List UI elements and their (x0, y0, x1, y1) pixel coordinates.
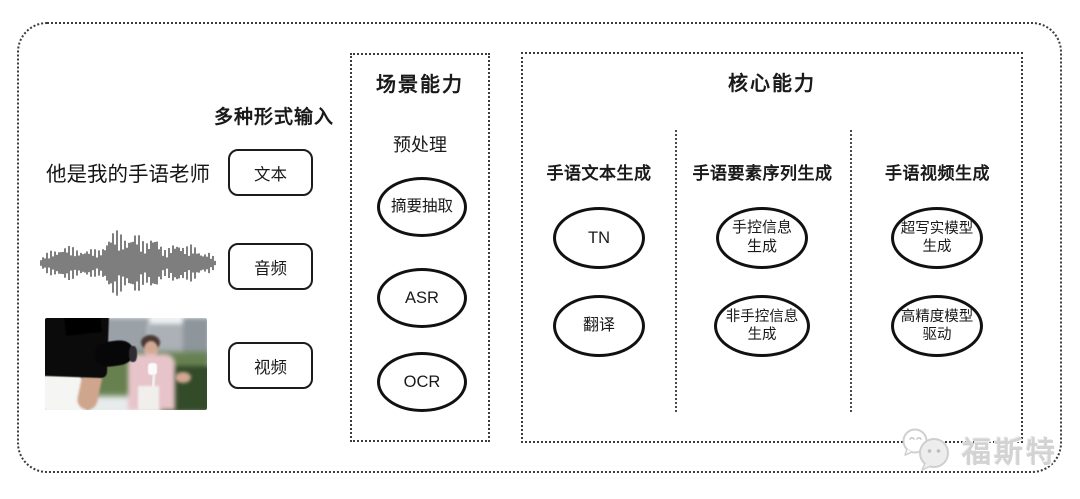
node-summary-extraction: 摘要抽取 (377, 177, 467, 237)
input-section-title: 多种形式输入 (214, 107, 335, 128)
video-thumbnail-image (45, 318, 207, 410)
outer-frame (17, 22, 1062, 473)
scene-capability-title: 场景能力 (376, 74, 464, 96)
column-divider (850, 130, 852, 412)
input-type-audio-label: 音频 (254, 259, 287, 278)
input-type-video-label: 视频 (254, 358, 287, 377)
input-type-audio-box: 音频 (228, 243, 313, 290)
column-header-sign-video-generation: 手语视频生成 (885, 164, 990, 183)
watermark: 福斯特 (898, 426, 1058, 474)
photo-microphone (148, 363, 157, 375)
photo-camera-lens-ring (129, 346, 137, 362)
node-manual-feature-generation: 手控信息 生成 (716, 207, 808, 269)
node-non-manual-feature-generation: 非手控信息 生成 (714, 295, 810, 357)
node-asr: ASR (377, 268, 467, 328)
column-header-sign-text-generation: 手语文本生成 (546, 164, 652, 183)
audio-waveform-icon (40, 228, 216, 298)
column-divider (675, 130, 677, 412)
node-tn: TN (553, 207, 645, 269)
scene-capability-box: 场景能力 预处理 摘要抽取 ASR OCR (350, 53, 490, 442)
preprocess-label: 预处理 (393, 135, 447, 155)
chat-bubbles-icon (902, 428, 949, 471)
input-type-text-label: 文本 (254, 165, 287, 184)
node-ocr: OCR (377, 352, 467, 412)
column-header-sign-element-sequence-generation: 手语要素序列生成 (692, 164, 833, 183)
node-translation: 翻译 (553, 295, 645, 357)
node-hyperrealistic-model-generation: 超写实模型 生成 (891, 207, 983, 269)
node-high-precision-model-driving: 高精度模型 驱动 (891, 295, 983, 357)
core-capability-title: 核心能力 (728, 73, 816, 95)
photo-script-card (138, 386, 159, 410)
watermark-text: 福斯特 (962, 437, 1059, 469)
core-capability-box: 核心能力 手语文本生成 手语要素序列生成 手语视频生成 TN 翻译 手控信息 生… (521, 52, 1023, 443)
sample-sentence-text: 他是我的手语老师 (46, 163, 210, 186)
photo-reporter-face (144, 341, 158, 358)
photo-reporter-hand (175, 372, 191, 383)
input-type-video-box: 视频 (228, 342, 313, 389)
input-type-text-box: 文本 (228, 149, 313, 196)
